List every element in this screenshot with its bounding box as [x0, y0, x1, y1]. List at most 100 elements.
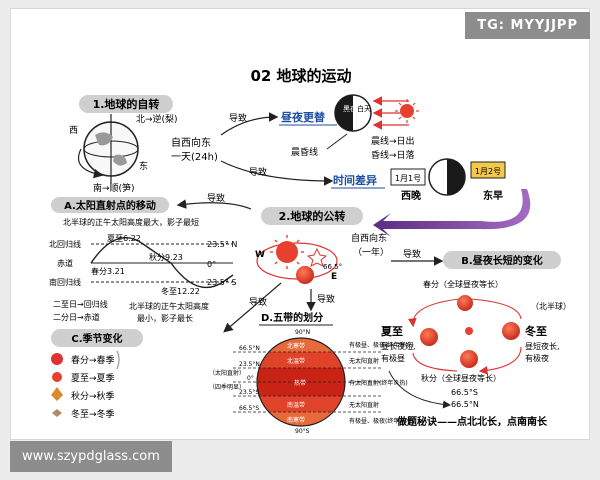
sA-latitude-lines [91, 243, 233, 283]
sD-left-mid: （四季明显） [209, 383, 245, 391]
earth-autumn-icon [460, 350, 478, 368]
center-sun-icon [465, 327, 473, 335]
sD-lead: 导致 [317, 293, 335, 305]
winter-title: 冬至 [525, 324, 547, 338]
date-1: 1月1号 [395, 174, 421, 183]
flower-icon [51, 353, 63, 365]
autumn-equinox-date: 秋分9.23 [149, 252, 183, 262]
sD-note-1: 有极昼、极夜(终年寒冷) [349, 341, 414, 349]
star-icon [306, 247, 328, 267]
sA-heading-pill [51, 197, 169, 213]
summer-solstice-date: 夏至6.22 [107, 234, 141, 243]
nh-label: （北半球） [531, 301, 571, 311]
sB-orbit-arc-1 [407, 298, 460, 328]
date-globe-icon [428, 158, 466, 196]
leaf-icon [51, 387, 63, 401]
rotating-globe-icon [77, 114, 139, 184]
sD-note-3: 有太阳直射(终年炎热) [349, 379, 408, 387]
cycle-purple-arrow [373, 189, 531, 237]
west-label: 西 [69, 125, 78, 136]
tropic-north-label: 北回归线 [49, 239, 81, 249]
sun-icon [395, 99, 419, 123]
revolution-direction: 自西向东 [351, 232, 387, 244]
timediff-label: 时间差异 [333, 173, 377, 187]
rule-equinox: 二分日→赤道 [53, 312, 100, 322]
s2-heading: 2.地球的公转 [279, 209, 346, 223]
east-early-label: 东早 [483, 189, 503, 202]
autumn-equinox-note: 秋分（全球昼夜等长） [421, 373, 501, 383]
revolution-earth-icon [296, 266, 314, 284]
equator-label: 赤道 [57, 258, 73, 268]
day-night-globe-icon [334, 94, 372, 132]
lat-665s-label: 66.5°S [451, 388, 478, 397]
sC-heading: C.季节变化 [71, 332, 122, 345]
lat-665s-tick: 66.5°S [239, 405, 259, 412]
sA-note-bottom-2: 最小，影子最长 [137, 313, 193, 323]
sB-heading: B.昼夜长短的变化 [461, 254, 542, 267]
snowman-icon [52, 409, 62, 417]
daynight-label: 昼夜更替 [280, 110, 326, 124]
lat-665n-tick: 66.5°N [239, 345, 260, 352]
earth-spring-icon [457, 295, 473, 311]
zone-south-frigid: 南寒带 [287, 416, 305, 424]
sD-heading: D.五带的划分 [261, 311, 323, 324]
dawn-line-label: 晨昏线 [291, 146, 318, 158]
sB-return-arrow [388, 370, 451, 409]
earth-motion-diagram: 02 地球的运动 1.地球的自转 北→逆(梨) 南→顺(笋) 西 东 自西向东 … [49, 67, 571, 435]
west-late-label: 西晚 [401, 189, 421, 202]
revolution-period: （一年） [353, 246, 389, 258]
lat-235s-tick: 23.5°S [239, 389, 259, 396]
date-2: 1月2号 [475, 167, 501, 176]
earth-summer-icon [420, 328, 438, 346]
day-label: 白天 [357, 104, 371, 113]
earth-winter-icon [502, 322, 520, 340]
zone-north-temperate: 北温带 [287, 357, 305, 365]
axial-tilt-label: 66.5° [323, 263, 342, 271]
lat-235n-tick: 23.5°N [239, 361, 260, 368]
winter-desc-1: 昼短夜长, [525, 341, 560, 351]
sD-note-5: 有极昼、极夜(终年寒冷) [349, 417, 414, 425]
lead-label-1: 导致 [229, 112, 247, 124]
watermark-bottom: www.szypdglass.com [10, 441, 172, 472]
sB-orbit-arc-2 [470, 298, 522, 320]
sD-latitude-guides [233, 351, 383, 413]
morning-rule: 晨线→日出 [371, 135, 415, 147]
rule-solstice: 二至日→回归线 [53, 299, 108, 309]
tropic-south-label: 南回归线 [49, 277, 81, 287]
lat-0-tick: 0° [247, 375, 254, 382]
spring-equinox-date: 春分3.21 [91, 266, 125, 276]
sA-note-top: 北半球的正午太阳高度最大，影子最短 [63, 217, 199, 227]
zone-south-temperate: 南温带 [287, 401, 305, 409]
summer-title: 夏至 [381, 325, 403, 338]
deg-0-label: 0° [207, 260, 216, 269]
sD-note-2: 无太阳直射 [349, 357, 379, 365]
pole-south: 90°S [295, 428, 310, 435]
watermark-top: TG: MYYJJPP [465, 12, 590, 39]
sC-heading-pill [51, 329, 143, 347]
s1-heading-pill [79, 95, 173, 113]
summer-desc-2: 有极昼 [381, 353, 405, 363]
sA-note-bottom-1: 北半球的正午太阳高度 [129, 301, 209, 311]
season-item-3: 秋分→秋季 [71, 390, 115, 402]
rotation-period: 一天(24h) [171, 152, 218, 163]
lead-label-2: 导致 [249, 166, 267, 178]
revolution-sun-icon [270, 235, 304, 269]
rotation-direction: 自西向东 [171, 136, 211, 149]
sA-heading: A.太阳直射点的移动 [64, 199, 156, 212]
north-rule: 北→逆(梨) [136, 113, 178, 125]
season-item-1: 春分→春季 [71, 354, 115, 366]
lead-arrow-timediff [220, 160, 334, 186]
infographic-card: 02 地球的运动 1.地球的自转 北→逆(梨) 南→顺(笋) 西 东 自西向东 … [10, 8, 590, 440]
dawn-pointer [326, 133, 348, 150]
sB-heading-pill [443, 251, 561, 269]
sD-left-group: （太阳直射） [209, 369, 245, 377]
zone-north-frigid: 北寒带 [287, 342, 305, 350]
south-rule: 南→顺(笋) [93, 182, 135, 194]
sun-season-icon [52, 372, 62, 382]
lead-arrow-daynight [220, 112, 279, 136]
evening-rule: 昏线→日落 [371, 149, 415, 161]
sB-lead: 导致 [403, 248, 421, 260]
spring-equinox-note: 春分（全球昼夜等长） [423, 279, 503, 289]
winter-solstice-date: 冬至12.22 [161, 286, 200, 296]
deg-s-label: 23.5° S [207, 278, 236, 287]
